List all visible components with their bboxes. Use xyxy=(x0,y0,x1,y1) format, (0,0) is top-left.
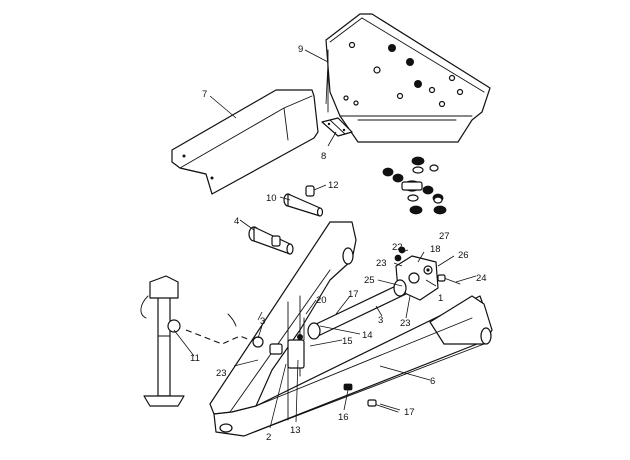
callout-labels: 9 7 8 10 12 4 27 22 18 23 26 24 25 1 17 … xyxy=(190,44,487,443)
callout-label: 7 xyxy=(202,89,207,100)
callout-label: 8 xyxy=(321,151,326,162)
callout-label: 4 xyxy=(234,216,239,227)
callout-label: 6 xyxy=(430,376,435,387)
callout-label: 23 xyxy=(216,368,227,379)
upper-pin-part xyxy=(283,185,324,217)
callout-label: 24 xyxy=(476,273,487,284)
jack-stand-part xyxy=(140,275,185,407)
callout-label: 17 xyxy=(404,407,415,418)
callout-label: 20 xyxy=(316,295,327,306)
callout-label: 27 xyxy=(439,231,450,242)
callout-label: 2 xyxy=(266,432,271,443)
callout-label: 3 xyxy=(378,315,383,326)
callout-label: 9 xyxy=(298,44,303,55)
callout-label: 13 xyxy=(290,425,301,436)
cover-plate-part xyxy=(325,13,491,143)
callout-label: 10 xyxy=(266,193,277,204)
callout-label: 11 xyxy=(190,353,200,364)
main-frame-part xyxy=(209,221,493,437)
callout-label: 23 xyxy=(376,258,387,269)
dashed-hose-line xyxy=(185,313,251,345)
callout-label: 25 xyxy=(364,275,375,286)
universal-joint-assembly xyxy=(382,156,447,215)
callout-label: 3 xyxy=(260,316,265,327)
callout-label: 26 xyxy=(458,250,469,261)
box-cover-part xyxy=(171,89,319,195)
callout-label: 23 xyxy=(400,318,411,329)
hinge-part xyxy=(321,117,353,137)
callout-label: 12 xyxy=(328,180,339,191)
callout-label: 17 xyxy=(348,289,359,300)
drive-shaft-part xyxy=(307,279,407,340)
callout-label: 1 xyxy=(438,293,443,304)
clamp-bracket-part xyxy=(252,317,305,369)
leader-lines xyxy=(173,49,477,429)
lower-pin-part xyxy=(248,226,294,255)
callout-label: 15 xyxy=(342,336,353,347)
callout-label: 22 xyxy=(392,242,403,253)
callout-label: 14 xyxy=(362,330,373,341)
callout-label: 18 xyxy=(430,244,441,255)
callout-label: 16 xyxy=(338,412,349,423)
